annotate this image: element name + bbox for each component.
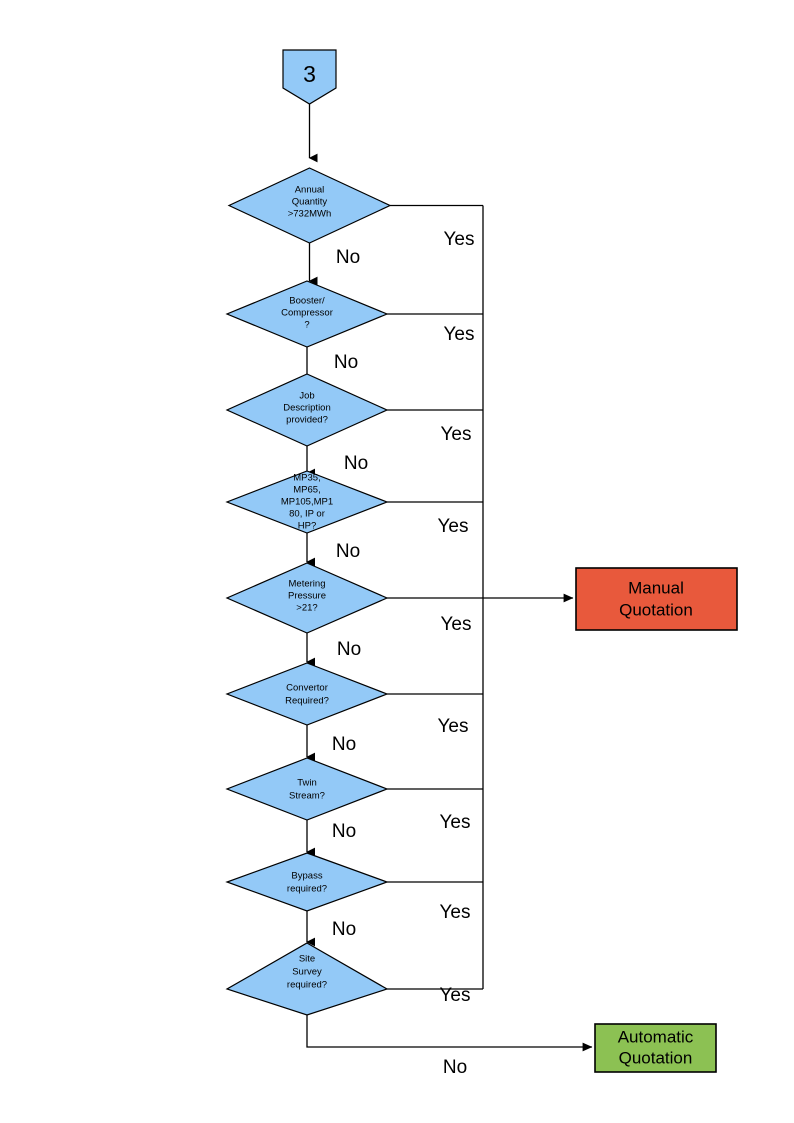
label-metering-pressure-yes: Yes: [441, 614, 472, 635]
label-metering-pressure-no: No: [337, 639, 361, 660]
decision-job-desc-line-0: Job: [299, 391, 314, 402]
manual-quotation-box: [575, 567, 738, 631]
decision-pressure-tier[interactable]: MP35, MP65, MP105,MP1 80, IP or HP?: [225, 470, 389, 534]
decision-site-survey-line-1: Survey: [292, 967, 322, 978]
decision-twin-stream-line-1: Stream?: [289, 791, 325, 802]
decision-metering-line-1: Pressure: [288, 591, 326, 602]
label-convertor-yes: Yes: [438, 716, 469, 737]
label-job-description-no: No: [344, 453, 368, 474]
automatic-quotation-box: [594, 1023, 717, 1073]
decision-annual-quantity[interactable]: Annual Quantity >732MWh: [227, 167, 392, 244]
start-node-3[interactable]: 3: [282, 49, 337, 105]
label-pressure-tier-yes: Yes: [438, 516, 469, 537]
label-job-description-yes: Yes: [441, 424, 472, 445]
decision-convertor-line-1: Required?: [285, 696, 329, 707]
label-final-no: No: [443, 1057, 467, 1078]
label-convertor-no: No: [332, 734, 356, 755]
decision-metering-pressure[interactable]: Metering Pressure >21?: [225, 562, 389, 634]
label-site-survey-yes: Yes: [440, 985, 471, 1006]
decision-annual-quantity-line-1: Quantity: [292, 197, 328, 208]
automatic-quotation-line-0: Automatic: [618, 1027, 694, 1046]
decision-bypass-required[interactable]: Bypass required?: [225, 852, 389, 912]
label-twin-stream-yes: Yes: [440, 812, 471, 833]
label-booster-no: No: [334, 352, 358, 373]
label-twin-stream-no: No: [332, 821, 356, 842]
manual-quotation-line-0: Manual: [628, 578, 684, 597]
decision-booster-line-0: Booster/: [289, 296, 325, 307]
decision-booster-line-1: Compressor: [281, 308, 333, 319]
terminal-automatic-quotation[interactable]: Automatic Quotation: [594, 1023, 717, 1073]
decision-convertor-line-0: Convertor: [286, 683, 328, 694]
label-annual-quantity-no: No: [336, 247, 360, 268]
decision-bypass-shape: [225, 852, 389, 912]
label-annual-quantity-yes: Yes: [444, 229, 475, 250]
decision-annual-quantity-line-2: >732MWh: [288, 209, 332, 220]
decision-bypass-line-0: Bypass: [291, 871, 322, 882]
decision-twin-stream[interactable]: Twin Stream?: [225, 757, 389, 821]
label-booster-yes: Yes: [444, 324, 475, 345]
decision-booster-compressor[interactable]: Booster/ Compressor ?: [225, 280, 389, 348]
decision-job-desc-line-2: provided?: [286, 415, 328, 426]
decision-metering-line-2: >21?: [296, 603, 317, 614]
decision-site-survey[interactable]: Site Survey required?: [225, 942, 389, 1016]
decision-pressure-tier-line-3: 80, IP or: [289, 509, 325, 520]
decision-job-description[interactable]: Job Description provided?: [225, 373, 389, 447]
decision-job-desc-line-1: Description: [283, 403, 331, 414]
decision-convertor-shape: [225, 662, 389, 726]
decision-pressure-tier-line-0: MP35,: [293, 473, 320, 484]
decision-booster-line-2: ?: [304, 320, 309, 331]
connector-site-survey-no-to-automatic: [306, 1015, 593, 1052]
decision-metering-line-0: Metering: [289, 579, 326, 590]
terminal-manual-quotation[interactable]: Manual Quotation: [575, 567, 738, 631]
decision-convertor-required[interactable]: Convertor Required?: [225, 662, 389, 726]
decision-site-survey-line-2: required?: [287, 980, 327, 991]
decision-twin-stream-line-0: Twin: [297, 778, 317, 789]
decision-site-survey-line-0: Site: [299, 954, 315, 965]
decision-pressure-tier-line-1: MP65,: [293, 485, 320, 496]
decision-pressure-tier-line-4: HP?: [298, 521, 316, 532]
label-bypass-no: No: [332, 919, 356, 940]
decision-pressure-tier-line-2: MP105,MP1: [281, 497, 333, 508]
label-bypass-yes: Yes: [440, 902, 471, 923]
label-pressure-tier-no: No: [336, 541, 360, 562]
start-pentagon-shape: [282, 49, 337, 105]
decision-twin-stream-shape: [225, 757, 389, 821]
start-node-label: 3: [303, 61, 316, 87]
decision-bypass-line-1: required?: [287, 884, 327, 895]
automatic-quotation-line-1: Quotation: [619, 1048, 693, 1067]
decision-annual-quantity-line-0: Annual: [295, 185, 325, 196]
manual-quotation-line-1: Quotation: [619, 600, 693, 619]
